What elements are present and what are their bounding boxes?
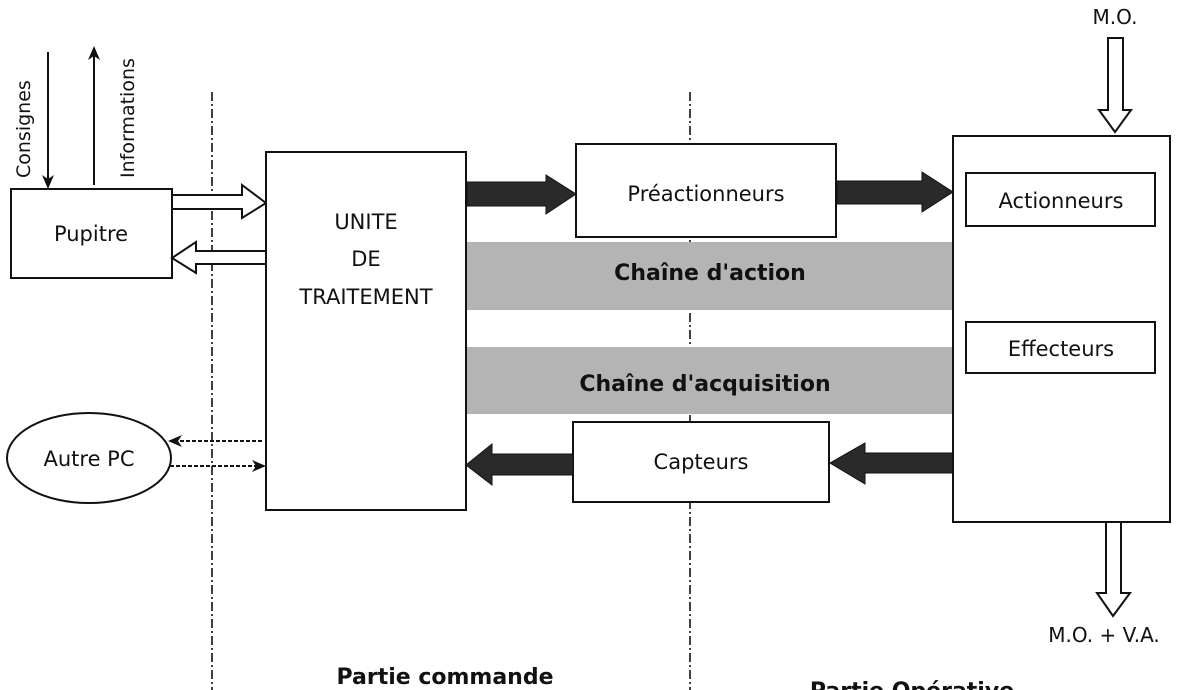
preactionneurs-to-actionneurs-arrow: [836, 171, 954, 213]
mo-input-arrow: [1097, 37, 1133, 134]
unite-to-pupitre-arrow: [170, 240, 267, 275]
consignes-label: Consignes: [13, 80, 35, 178]
pupitre-box: [10, 188, 173, 279]
band-chaine-acquisition-label: Chaîne d'acquisition: [579, 372, 830, 397]
unite-traitement-line-3: TRAITEMENT: [298, 285, 432, 309]
unite-traitement-line-1: UNITE: [334, 210, 397, 234]
pupitre-label: Pupitre: [54, 222, 128, 246]
operative-to-capteurs-arrow: [829, 442, 954, 485]
actionneurs-label: Actionneurs: [999, 189, 1124, 213]
mova-output-label: M.O. + V.A.: [1048, 623, 1160, 647]
unite-traitement-box: [265, 151, 467, 511]
effecteurs-box: [965, 321, 1156, 374]
pupitre-to-unite-arrow: [171, 183, 268, 220]
zone-partie-operative-label: Partie Opérative: [810, 679, 1014, 690]
autre-pc-label: Autre PC: [43, 447, 134, 471]
preactionneurs-box: [575, 143, 837, 238]
unite-traitement-line-2: DE: [351, 247, 380, 271]
unite-to-preactionneurs-arrow: [466, 174, 577, 215]
mo-input-label: M.O.: [1093, 5, 1138, 29]
preactionneurs-label: Préactionneurs: [627, 182, 784, 206]
autre-pc-ellipse: [6, 412, 172, 504]
band-chaine-acquisition: [466, 347, 953, 414]
actionneurs-box: [965, 172, 1156, 227]
capteurs-to-unite-arrow: [465, 442, 574, 487]
zone-partie-commande-label: Partie commande: [336, 665, 553, 690]
band-chaine-action: [466, 242, 953, 310]
informations-label: Informations: [117, 58, 139, 178]
band-chaine-action-label: Chaîne d'action: [614, 261, 806, 286]
effecteurs-label: Effecteurs: [1008, 337, 1114, 361]
mova-output-arrow: [1095, 521, 1132, 618]
capteurs-label: Capteurs: [654, 450, 749, 474]
